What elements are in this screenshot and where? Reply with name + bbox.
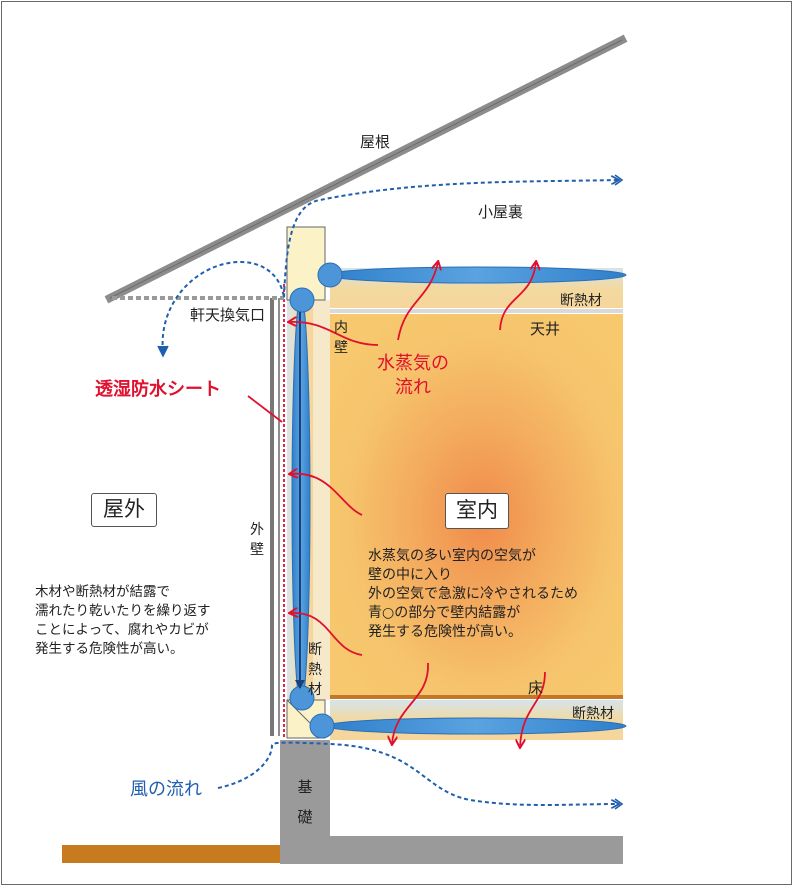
foundation-label: 基 礎: [297, 778, 313, 826]
floor-insulation-label: 断熱材: [572, 706, 614, 722]
wind-under-floor-path: [217, 741, 618, 805]
vapor-to-wall-bottom: [290, 613, 363, 656]
wind-flow-paths: [161, 180, 618, 805]
ceiling-insulation-label: 断熱材: [560, 293, 602, 309]
wall-insulation-label: 断 熱 材: [308, 642, 322, 698]
indoor-label: 室内: [445, 493, 509, 529]
vapor-to-floor-left: [392, 662, 429, 744]
outer-wall-label: 外 壁: [250, 522, 264, 558]
ceiling-condensation-point: [317, 262, 343, 288]
outdoor-note: 木材や断熱材が結露で 濡れたり乾いたりを繰り返す ことによって、腐れやカビが 発…: [35, 584, 211, 657]
attic-exit-arrowhead: [614, 174, 624, 186]
vapor-flow-label: 水蒸気の 流れ: [377, 353, 449, 398]
indoor-note: 水蒸気の多い室内の空気が 壁の中に入り 外の空気で急激に冷やされるため 青○の部…: [368, 548, 578, 640]
foundation-block: [280, 740, 330, 864]
underfloor-exit-arrowhead: [614, 798, 624, 810]
eave-intake-arrowhead: [157, 345, 169, 358]
wind-flow-label: 風の流れ: [130, 779, 202, 800]
wall-top-condensation-point: [289, 287, 315, 313]
attic-label: 小屋裏: [478, 203, 524, 221]
ground-soil: [62, 845, 284, 863]
vapor-to-floor-right: [520, 671, 546, 747]
breathable-sheet-label: 透湿防水シート: [95, 379, 221, 400]
floor-condensation-point: [309, 713, 335, 739]
eave-vent-label: 軒天換気口: [190, 306, 266, 324]
vapor-to-wall-top: [289, 322, 379, 346]
vapor-to-wall-middle: [290, 474, 363, 516]
vapor-to-ceiling-right: [499, 262, 536, 331]
vapor-to-ceiling-left: [397, 262, 438, 341]
ceiling-label: 天井: [530, 320, 561, 338]
vapor-flow-arrows: [247, 262, 546, 747]
floor-label: 床: [528, 679, 544, 697]
wind-attic-path: [161, 180, 618, 353]
roof-edge: [109, 39, 623, 299]
roof-label: 屋根: [360, 133, 391, 151]
outdoor-label: 屋外: [91, 493, 157, 527]
inner-wall-label: 内 壁: [334, 320, 348, 356]
top-plate: [286, 226, 326, 301]
foundation-base: [330, 836, 623, 864]
sheet-leader-line: [247, 395, 283, 423]
inner-wall-panel: [313, 300, 330, 700]
ceiling-condensation-zone: [325, 266, 627, 284]
